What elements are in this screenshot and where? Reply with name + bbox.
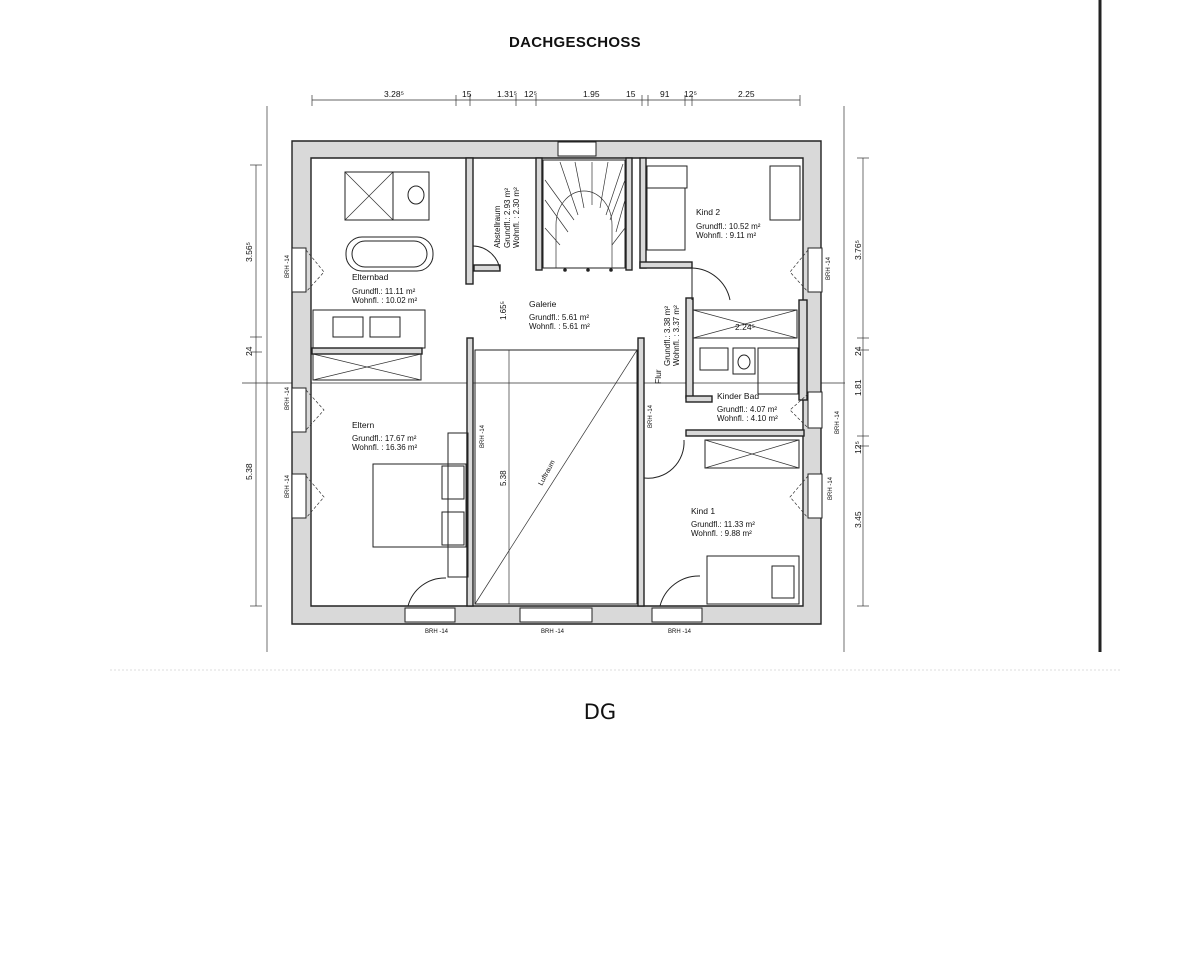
dimension-label: 2.25 bbox=[738, 89, 755, 99]
dimension-label: 15 bbox=[626, 89, 636, 99]
room-label-kind2: Kind 2 Grundfl.: 10.52 m² Wohnfl. : 9.11… bbox=[696, 207, 761, 240]
dimension-label: 91 bbox=[660, 89, 670, 99]
svg-text:Wohnfl. : 5.61 m²: Wohnfl. : 5.61 m² bbox=[529, 322, 590, 331]
svg-text:Grundfl.: 11.11 m²: Grundfl.: 11.11 m² bbox=[352, 287, 416, 296]
room-label-flur: Flur Grundfl.: 3.38 m² Wohnfl. : 3.37 m² bbox=[653, 305, 681, 384]
dimension-label: 3.45 bbox=[853, 511, 863, 528]
room-label-kinderbad: Kinder Bad Grundfl.: 4.07 m² Wohnfl. : 4… bbox=[717, 391, 778, 423]
interior-walls bbox=[311, 157, 808, 607]
dimension-label: 5.38 bbox=[244, 463, 254, 480]
svg-text:Flur: Flur bbox=[653, 369, 663, 384]
dimension-label: 3.56⁵ bbox=[244, 242, 254, 262]
svg-text:Wohnfl. : 2.30 m²: Wohnfl. : 2.30 m² bbox=[512, 187, 521, 248]
dimension-chain-left bbox=[250, 164, 262, 607]
svg-text:Abstellraum: Abstellraum bbox=[493, 205, 502, 248]
door-swings bbox=[305, 245, 809, 607]
windows bbox=[291, 141, 823, 623]
elternbad-fixtures bbox=[312, 171, 434, 381]
dimension-labels-left: 3.56⁵ 24 5.38 bbox=[244, 242, 254, 480]
svg-text:Wohnfl. : 16.36 m²: Wohnfl. : 16.36 m² bbox=[352, 443, 418, 452]
dim-luftraum-height: 5.38 bbox=[499, 470, 508, 486]
eltern-bed bbox=[372, 432, 469, 578]
svg-text:Wohnfl. : 10.02 m²: Wohnfl. : 10.02 m² bbox=[352, 296, 418, 305]
kind1-furniture bbox=[704, 439, 800, 605]
svg-text:Grundfl.: 2.93 m²: Grundfl.: 2.93 m² bbox=[503, 188, 512, 248]
svg-text:Grundfl.: 4.07 m²: Grundfl.: 4.07 m² bbox=[717, 405, 777, 414]
svg-text:Elternbad: Elternbad bbox=[352, 272, 389, 282]
svg-text:Eltern: Eltern bbox=[352, 420, 374, 430]
luftraum-void bbox=[474, 349, 638, 605]
svg-text:Kinder Bad: Kinder Bad bbox=[717, 391, 759, 401]
brh-label: BRH -14 bbox=[480, 424, 486, 448]
svg-text:Galerie: Galerie bbox=[529, 299, 557, 309]
plan-caption: DG bbox=[583, 700, 617, 724]
dimension-label: 12⁵ bbox=[684, 89, 697, 99]
brh-label: BRH -14 bbox=[648, 404, 654, 428]
dimension-labels-right: 3.76⁵ 24 1.81 12⁵ 3.45 bbox=[853, 240, 863, 528]
brh-label: BRH -14 bbox=[835, 410, 841, 434]
svg-text:Wohnfl. : 3.37 m²: Wohnfl. : 3.37 m² bbox=[672, 305, 681, 366]
brh-label: BRH -14 bbox=[285, 254, 291, 278]
luftraum-label: Luftraum bbox=[538, 459, 557, 487]
svg-text:Grundfl.: 17.67 m²: Grundfl.: 17.67 m² bbox=[352, 434, 417, 443]
room-label-eltern: Eltern Grundfl.: 17.67 m² Wohnfl. : 16.3… bbox=[352, 420, 418, 452]
dimension-chain-right bbox=[857, 157, 869, 607]
dimension-labels-top: 3.28⁵ 15 1.31⁵ 12⁵ 1.95 15 91 12⁵ 2.25 bbox=[384, 89, 755, 99]
dimension-label: 24 bbox=[244, 346, 254, 356]
brh-label: BRH -14 bbox=[285, 474, 291, 498]
room-label-kind1: Kind 1 Grundfl.: 11.33 m² Wohnfl. : 9.88… bbox=[691, 506, 755, 538]
svg-text:Grundfl.: 11.33 m²: Grundfl.: 11.33 m² bbox=[691, 520, 755, 529]
outer-walls bbox=[291, 140, 822, 625]
svg-text:Kind 1: Kind 1 bbox=[691, 506, 715, 516]
staircase bbox=[542, 159, 626, 272]
svg-text:Wohnfl. : 9.88 m²: Wohnfl. : 9.88 m² bbox=[691, 529, 752, 538]
plan-title: DACHGESCHOSS bbox=[509, 34, 641, 51]
dimension-label: 3.28⁵ bbox=[384, 89, 404, 99]
kind2-furniture bbox=[646, 165, 801, 339]
svg-text:Grundfl.: 3.38 m²: Grundfl.: 3.38 m² bbox=[663, 306, 672, 366]
dimension-chain-top bbox=[311, 95, 801, 106]
kinderbad-fixtures bbox=[699, 347, 799, 395]
brh-label: BRH -14 bbox=[828, 476, 834, 500]
brh-label: BRH -14 bbox=[826, 256, 832, 280]
svg-text:Grundfl.: 10.52 m²: Grundfl.: 10.52 m² bbox=[696, 222, 761, 231]
brh-label: BRH -14 bbox=[541, 629, 565, 635]
svg-text:Grundfl.: 5.61 m²: Grundfl.: 5.61 m² bbox=[529, 313, 589, 322]
dimension-label: 12⁵ bbox=[853, 441, 863, 454]
dimension-label: 24 bbox=[853, 346, 863, 356]
dimension-label: 15 bbox=[462, 89, 472, 99]
room-label-elternbad: Elternbad Grundfl.: 11.11 m² Wohnfl. : 1… bbox=[352, 272, 418, 305]
svg-text:Wohnfl. : 9.11 m²: Wohnfl. : 9.11 m² bbox=[696, 231, 757, 240]
dimension-label: 3.76⁵ bbox=[853, 240, 863, 260]
svg-text:Wohnfl. : 4.10 m²: Wohnfl. : 4.10 m² bbox=[717, 414, 778, 423]
brh-label: BRH -14 bbox=[425, 629, 449, 635]
dim-kinderbad-width: 2.24⁵ bbox=[735, 322, 755, 332]
room-label-galerie: Galerie Grundfl.: 5.61 m² Wohnfl. : 5.61… bbox=[529, 299, 590, 331]
dim-galerie-height: 1.65⁵ bbox=[499, 301, 508, 320]
brh-label: BRH -14 bbox=[285, 386, 291, 410]
dimension-label: 1.81 bbox=[853, 379, 863, 396]
room-label-abstellraum: Abstellraum Grundfl.: 2.93 m² Wohnfl. : … bbox=[493, 187, 521, 248]
brh-label: BRH -14 bbox=[668, 629, 692, 635]
svg-text:Kind 2: Kind 2 bbox=[696, 207, 720, 217]
dimension-label: 12⁵ bbox=[524, 89, 537, 99]
dimension-label: 1.95 bbox=[583, 89, 600, 99]
dimension-label: 1.31⁵ bbox=[497, 89, 517, 99]
